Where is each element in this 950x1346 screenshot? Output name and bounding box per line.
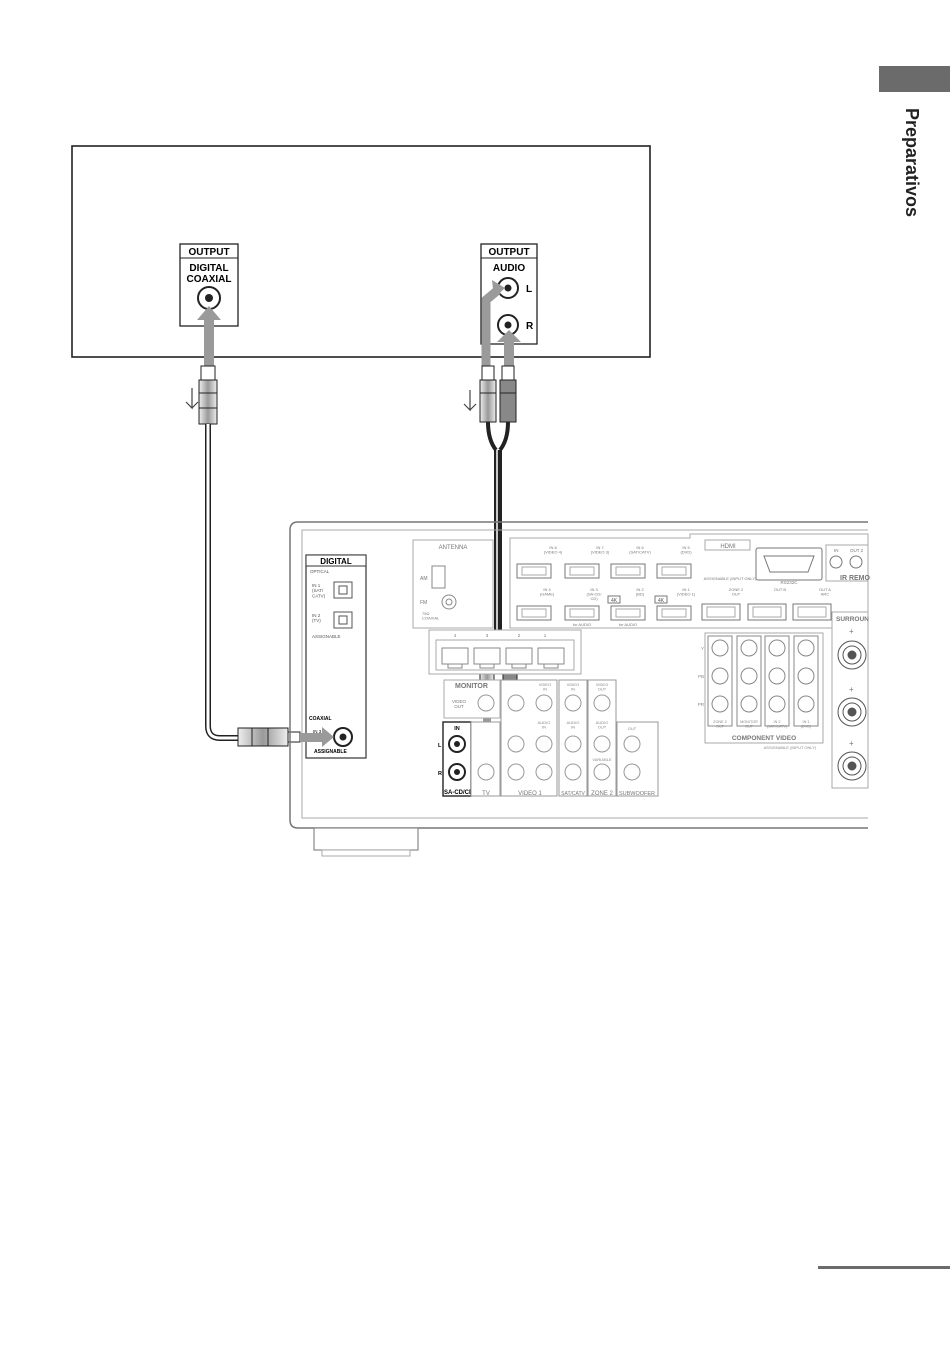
component-in2-label: IN 2(SAT/CATV) <box>767 720 788 728</box>
component-video-title: COMPONENT VIDEO <box>732 735 796 742</box>
coaxial-input-arrow <box>300 727 334 747</box>
hdmi-outb-label: OUT B <box>774 587 786 592</box>
antenna-fm-label: FM <box>420 600 427 606</box>
optical-in2-label: IN 2(TV) <box>312 613 321 623</box>
digital-section-title: DIGITAL <box>320 557 352 566</box>
sacd-l-label: L <box>438 743 442 749</box>
sat-catv-label: SAT/CATV <box>561 791 585 797</box>
signal-arrows <box>197 280 521 368</box>
optical-label: OPTICAL <box>310 569 330 574</box>
hdmi-4k-badge-2: 4K <box>658 598 665 604</box>
antenna-title: ANTENNA <box>439 545 468 551</box>
tv-label: TV <box>482 791 490 797</box>
ir-in-label: IN <box>834 548 839 553</box>
component-pr-label: PR <box>698 702 705 707</box>
digital-output-line2: COAXIAL <box>187 274 232 285</box>
component-pb-label: PB <box>698 674 704 679</box>
down-arrow-icon-2 <box>463 390 477 412</box>
coaxial-cable <box>185 365 301 747</box>
sacd-r-label: R <box>438 771 442 777</box>
hdmi-title: HDMI <box>720 544 736 550</box>
audio-l-label: L <box>526 284 532 295</box>
sacd-in-label: IN <box>454 726 460 732</box>
audio-output-line1: AUDIO <box>493 263 525 274</box>
receiver-rear-panel: DIGITAL OPTICAL IN 1(SAT/CATV) IN 2(TV) … <box>289 521 871 857</box>
hdmi-in6-label: IN 6(SAT/CATV) <box>629 545 651 555</box>
hdmi-assignable-note: ASSIGNABLE (INPUT ONLY) <box>704 576 757 581</box>
lan-port-3-label: 3 <box>486 633 489 638</box>
down-arrow-icon <box>185 388 199 410</box>
source-device-panel <box>71 145 651 358</box>
hdmi-in5-label: IN 5(DVD) <box>680 545 692 555</box>
coaxial-label: COAXIAL <box>309 716 332 722</box>
surround-plus-2: + <box>849 685 854 694</box>
component-assignable-note: ASSIGNABLE (INPUT ONLY) <box>764 745 817 750</box>
lan-port-1-label: 1 <box>544 633 547 638</box>
video1-label: VIDEO 1 <box>518 791 542 797</box>
coaxial-assignable-label: ASSIGNABLE <box>314 749 347 755</box>
section-tab-marker <box>879 66 950 92</box>
zone2-label: ZONE 2 <box>591 791 613 797</box>
audio-output-header: OUTPUT <box>488 247 529 258</box>
sacd-label: SA-CD/CD <box>444 790 474 796</box>
lan-port-4-label: 4 <box>454 633 457 638</box>
zone2-variable-label: VARIABLE <box>592 757 612 762</box>
digital-output-header: OUTPUT <box>188 247 229 258</box>
component-in1-label: IN 1(DVD) <box>801 720 812 728</box>
hdmi-in1-label: IN 1(VIDEO 1) <box>677 587 696 597</box>
continuation-rule <box>818 1266 950 1269</box>
rs232c-label: RS232C <box>780 580 798 585</box>
surround-plus-1: + <box>849 627 854 636</box>
optical-assignable-label: ASSIGNABLE <box>312 634 341 639</box>
optical-in1-label: IN 1(SAT/CATV) <box>312 583 326 598</box>
lan-port-2-label: 2 <box>518 633 521 638</box>
sacd-input-section <box>442 721 472 797</box>
optical-in2-jack <box>333 611 353 629</box>
hdmi-in2-label: IN 2(BD) <box>636 587 645 597</box>
hdmi-for-audio-2: for AUDIO <box>619 622 637 627</box>
audio-r-label: R <box>526 321 534 332</box>
hdmi-in8-label: IN 8(VIDEO 4) <box>544 545 563 555</box>
hdmi-for-audio-1: for AUDIO <box>573 622 591 627</box>
ir-remote-title: IR REMO <box>840 575 871 582</box>
component-y-label: Y <box>701 646 704 651</box>
ir-out-label: OUT 2 <box>850 548 864 553</box>
hdmi-in4-label: IN 4(GAME) <box>540 587 555 597</box>
hdmi-4k-badge-1: 4K <box>611 598 618 604</box>
receiver-foot <box>313 827 419 851</box>
antenna-am-label: AM <box>420 576 428 582</box>
surround-title: SURROUN <box>836 616 869 623</box>
hdmi-in7-label: IN 7(VIDEO 3) <box>591 545 610 555</box>
optical-in1-jack <box>333 581 353 599</box>
monitor-title: MONITOR <box>455 683 488 690</box>
subwoofer-label: SUBWOOFER <box>619 791 655 797</box>
subwoofer-out-label: OUT <box>628 726 637 731</box>
antenna-section <box>412 539 494 629</box>
digital-output-line1: DIGITAL <box>189 263 228 274</box>
surround-plus-3: + <box>849 739 854 748</box>
hdmi-in3-label: IN 3(SA-CD/CD) <box>587 587 603 601</box>
